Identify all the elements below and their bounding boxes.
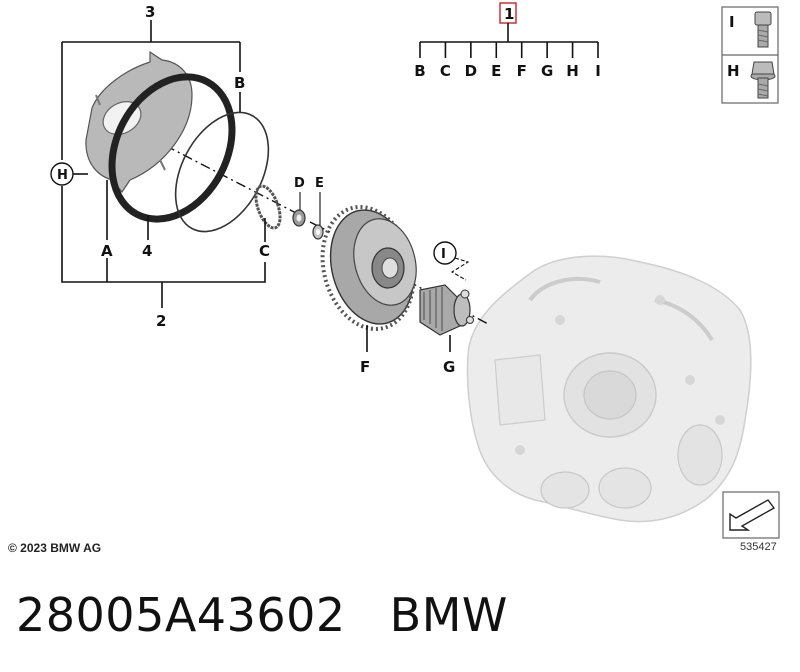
callout-3: 3 [145, 3, 155, 21]
fastener-legend: I H [721, 6, 779, 104]
callout-2: 2 [156, 312, 166, 330]
copyright-text: © 2023 BMW AG [8, 541, 102, 555]
legend-label-h: H [727, 62, 740, 80]
kit-branch-label-g: G [541, 62, 553, 80]
seal-d [292, 209, 306, 227]
callout-b: B [234, 74, 245, 92]
brand-name: BMW [389, 588, 508, 642]
kit-root-label: 1 [504, 5, 514, 23]
socket-head-bolt-icon [754, 11, 772, 48]
callout-d: D [294, 176, 305, 191]
part-number-line: 28005A43602 BMW [16, 588, 508, 642]
image-number: 535427 [740, 541, 777, 553]
callout-e: E [315, 176, 324, 191]
kit-branch-label-h: H [566, 62, 579, 80]
bolt-i-marker [433, 241, 457, 265]
shaft-assembly-g [419, 284, 474, 336]
direction-arrow-icon [729, 499, 776, 531]
transmission-housing [466, 255, 752, 523]
cover-plate-a [85, 50, 193, 194]
hex-flange-bolt-icon [750, 61, 776, 99]
kit-branch-label-b: B [414, 62, 425, 80]
kit-branch-label-e: E [491, 62, 501, 80]
orientation-arrow-box [722, 491, 780, 539]
group-bracket-2 [61, 180, 266, 308]
callout-f: F [360, 358, 370, 376]
ring-gear-f [320, 205, 417, 331]
callout-a: A [101, 242, 113, 260]
legend-label-i: I [729, 13, 735, 31]
o-ring-4 [108, 73, 236, 223]
callout-i-marker: I [441, 247, 446, 262]
part-number: 28005A43602 [16, 588, 346, 642]
callout-h-marker: H [57, 168, 68, 183]
washer-e [312, 224, 324, 240]
seal-ring-b [174, 111, 270, 233]
kit-branch-label-d: D [465, 62, 477, 80]
group-bracket-3 [61, 20, 241, 160]
kit-branch-label-c: C [440, 62, 451, 80]
callout-c: C [259, 242, 270, 260]
kit-branch-label-f: F [517, 62, 527, 80]
snap-ring-c [254, 184, 282, 230]
callout-g: G [443, 358, 455, 376]
callout-4: 4 [142, 242, 152, 260]
kit-branch-label-i: I [595, 62, 601, 80]
